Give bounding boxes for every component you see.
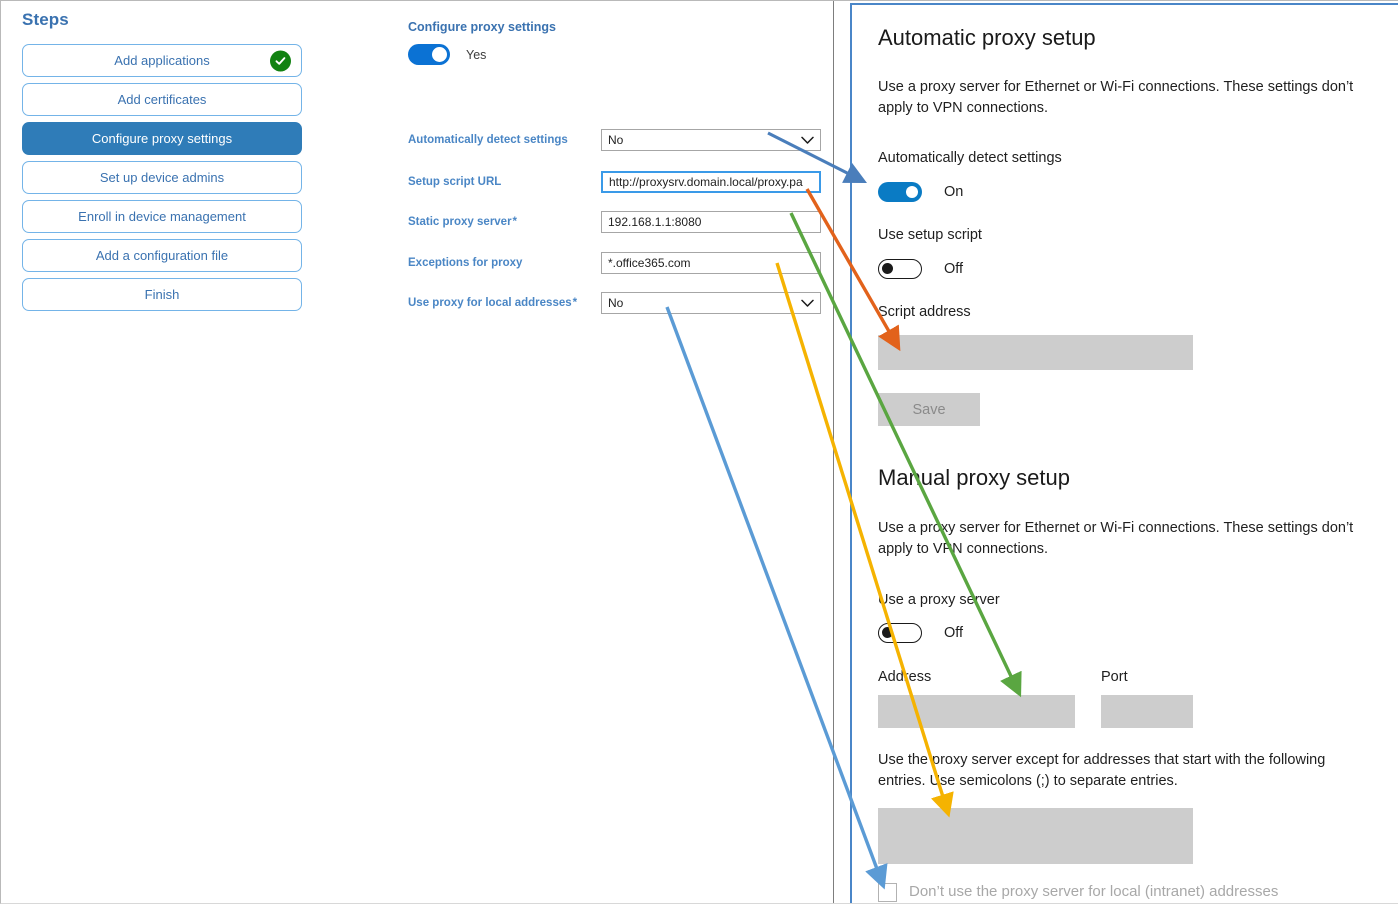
manual-proxy-setup-heading: Manual proxy setup <box>878 465 1070 490</box>
field-label: Automatically detect settings <box>408 134 568 146</box>
use-proxy-for-local-addresses-select[interactable]: No <box>601 292 821 314</box>
toggle-state-label: Off <box>944 261 964 277</box>
use-setup-script-label: Use setup script <box>878 227 982 243</box>
use-a-proxy-server-label: Use a proxy server <box>878 592 1000 608</box>
toggle-state-label: Off <box>944 625 964 641</box>
input-value: http://proxysrv.domain.local/proxy.pa <box>609 175 803 189</box>
toggle-state-label: On <box>944 184 964 200</box>
step-label: Add applications <box>114 53 210 68</box>
input-value: *.office365.com <box>608 256 691 270</box>
select-value: No <box>608 296 624 310</box>
toggle-knob <box>432 47 447 62</box>
script-address-label: Script address <box>878 304 971 320</box>
field-row-setup-script-url: Setup script URL http://proxysrv.domain.… <box>334 171 834 193</box>
toggle-knob <box>906 186 918 198</box>
field-row-static-proxy-server: Static proxy server * 192.168.1.1:8080 <box>334 211 834 233</box>
toggle-knob <box>882 627 893 638</box>
steps-panel-title: Steps <box>22 10 69 29</box>
port-label: Port <box>1101 669 1128 685</box>
manual-proxy-description: Use a proxy server for Ethernet or Wi-Fi… <box>878 520 1354 558</box>
step-label: Add certificates <box>117 92 207 107</box>
form-heading: Configure proxy settings <box>408 20 556 34</box>
script-address-input[interactable] <box>878 335 1193 370</box>
address-label: Address <box>878 669 932 685</box>
step-item-add-a-configuration-file[interactable]: Add a configuration file <box>22 239 302 272</box>
use-a-proxy-server-toggle[interactable] <box>878 623 922 643</box>
field-row-use-proxy-for-local-addresses: Use proxy for local addresses * No <box>334 292 834 314</box>
step-label: Configure proxy settings <box>91 131 233 146</box>
save-button[interactable]: Save <box>878 393 980 426</box>
use-setup-script-toggle-row: Off <box>878 259 963 279</box>
step-item-configure-proxy-settings[interactable]: Configure proxy settings <box>22 122 302 155</box>
steps-panel: Steps Add applications Add certificates … <box>1 1 334 903</box>
field-label: Use proxy for local addresses * <box>408 297 578 309</box>
field-row-exceptions-for-proxy: Exceptions for proxy *.office365.com <box>334 252 834 274</box>
port-input[interactable] <box>1101 695 1193 728</box>
step-label: Set up device admins <box>99 170 225 185</box>
configure-proxy-toggle-row: Yes <box>408 44 486 65</box>
use-a-proxy-server-toggle-row: Off <box>878 623 963 643</box>
exceptions-description: Use the proxy server except for addresse… <box>878 752 1326 790</box>
local-addresses-checkbox[interactable] <box>878 883 897 902</box>
required-asterisk: * <box>511 216 517 228</box>
input-value: 192.168.1.1:8080 <box>608 215 702 229</box>
select-value: No <box>608 133 624 147</box>
step-item-finish[interactable]: Finish <box>22 278 302 311</box>
check-circle-icon <box>270 50 291 71</box>
toggle-knob <box>882 263 893 274</box>
automatic-proxy-description: Use a proxy server for Ethernet or Wi-Fi… <box>878 79 1354 117</box>
field-label: Exceptions for proxy <box>408 257 523 269</box>
configure-proxy-toggle-label: Yes <box>466 47 487 62</box>
field-row-automatically-detect-settings: Automatically detect settings No <box>334 129 834 151</box>
exceptions-for-proxy-input[interactable]: *.office365.com <box>601 252 821 274</box>
automatically-detect-settings-select[interactable]: No <box>601 129 821 151</box>
setup-script-url-input[interactable]: http://proxysrv.domain.local/proxy.pa <box>601 171 821 193</box>
address-input[interactable] <box>878 695 1075 728</box>
step-label: Enroll in device management <box>78 209 246 224</box>
field-label: Static proxy server * <box>408 216 517 228</box>
exceptions-input[interactable] <box>878 808 1193 864</box>
field-label: Setup script URL <box>408 176 502 188</box>
automatic-proxy-setup-heading: Automatic proxy setup <box>878 25 1096 50</box>
chevron-down-icon <box>801 299 814 308</box>
chevron-down-icon <box>801 136 814 145</box>
static-proxy-server-input[interactable]: 192.168.1.1:8080 <box>601 211 821 233</box>
configure-proxy-toggle[interactable] <box>408 44 450 65</box>
automatically-detect-settings-toggle-row: On <box>878 182 963 202</box>
step-item-add-applications[interactable]: Add applications <box>22 44 302 77</box>
proxy-form-panel: Configure proxy settings Yes Automatical… <box>334 1 834 903</box>
automatically-detect-settings-label: Automatically detect settings <box>878 150 1062 166</box>
local-addresses-checkbox-label: Don’t use the proxy server for local (in… <box>909 883 1279 900</box>
use-setup-script-toggle[interactable] <box>878 259 922 279</box>
steps-list: Add applications Add certificates Config… <box>22 44 302 317</box>
required-asterisk: * <box>571 297 578 309</box>
step-item-add-certificates[interactable]: Add certificates <box>22 83 302 116</box>
step-label: Add a configuration file <box>95 248 229 263</box>
local-addresses-checkbox-row: Don’t use the proxy server for local (in… <box>878 883 1278 902</box>
step-item-set-up-device-admins[interactable]: Set up device admins <box>22 161 302 194</box>
automatically-detect-settings-toggle[interactable] <box>878 182 922 202</box>
windows-proxy-settings-panel: Automatic proxy setup Use a proxy server… <box>850 3 1398 903</box>
step-item-enroll-in-device-management[interactable]: Enroll in device management <box>22 200 302 233</box>
step-label: Finish <box>144 287 180 302</box>
